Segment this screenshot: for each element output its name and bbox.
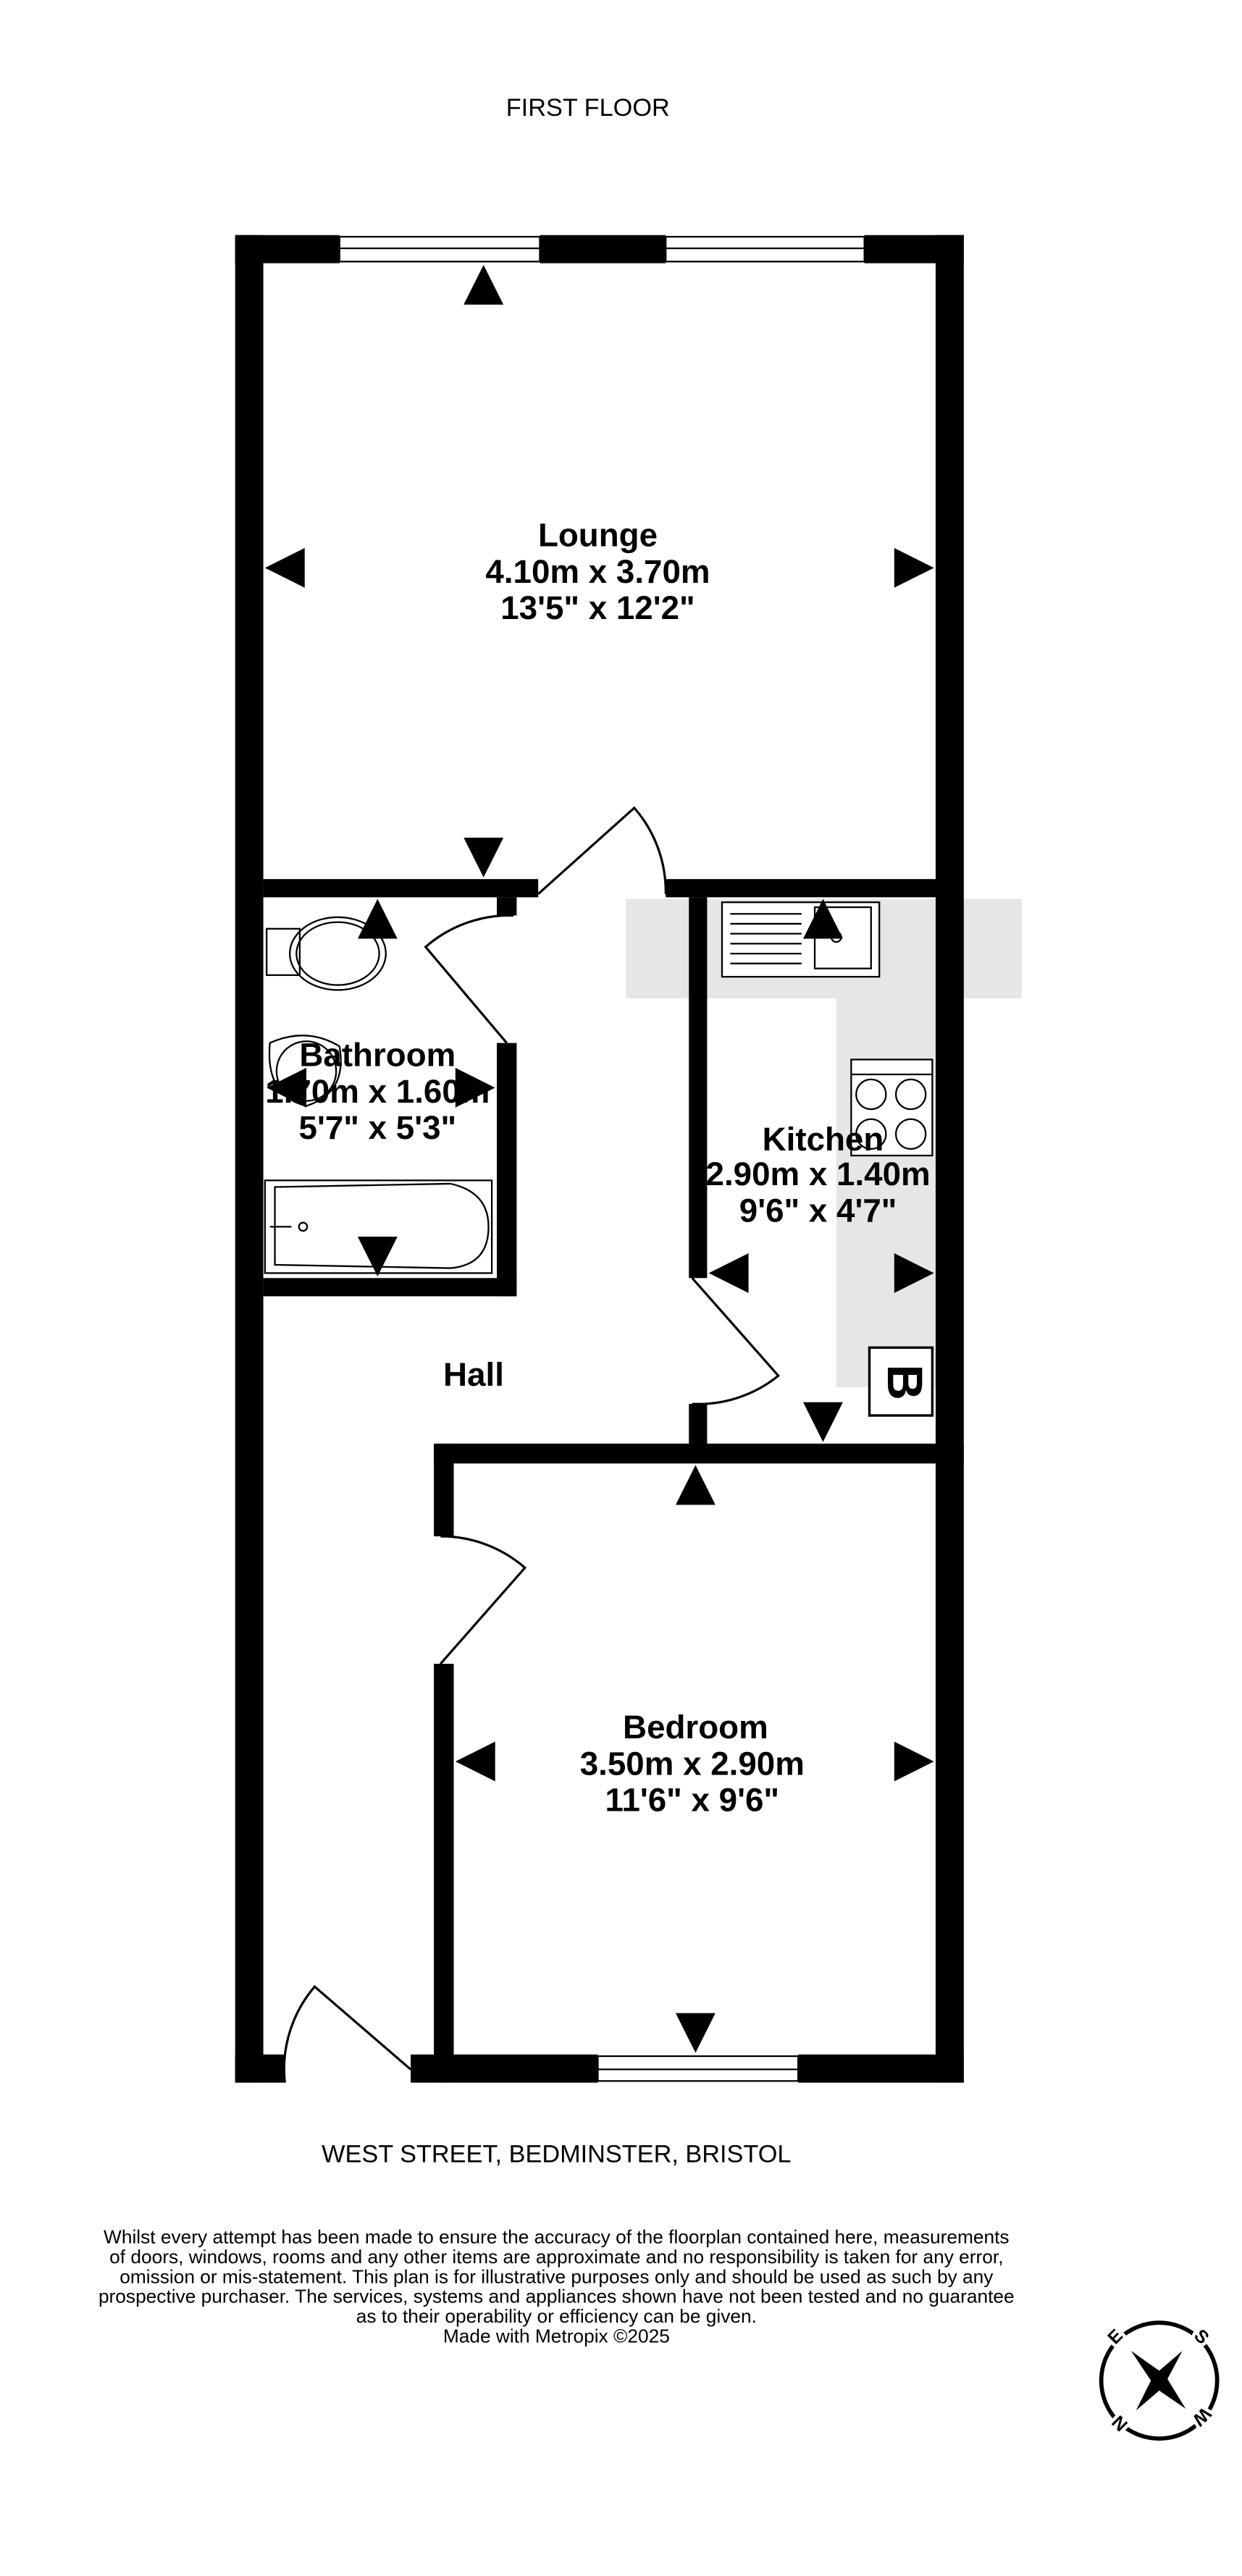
hob-icon xyxy=(850,1058,933,1157)
disclaimer-line: as to their operability or efficiency ca… xyxy=(356,2305,757,2327)
room-name: Lounge xyxy=(538,517,658,554)
disclaimer-line: of doors, windows, rooms and any other i… xyxy=(109,2246,1003,2268)
room-hall: Hall xyxy=(443,1356,504,1393)
toilet-icon xyxy=(266,916,387,991)
compass-e: E xyxy=(1104,2325,1127,2349)
room-imperial: 13'5" x 12'2" xyxy=(500,589,695,626)
room-imperial: 11'6" x 9'6" xyxy=(605,1782,780,1819)
disclaimer-credit: Made with Metropix ©2025 xyxy=(443,2325,670,2347)
dimension-arrows xyxy=(264,264,934,2053)
boiler-label: B xyxy=(877,1365,933,1401)
sink-icon xyxy=(721,901,881,978)
compass-s: S xyxy=(1190,2325,1213,2349)
room-name: Bathroom xyxy=(299,1037,456,1074)
room-name: Bedroom xyxy=(623,1709,768,1746)
room-metric: 4.10m x 3.70m xyxy=(485,553,710,590)
disclaimer-line: Whilst every attempt has been made to en… xyxy=(104,2226,1010,2247)
boiler-icon: B xyxy=(868,1346,934,1417)
room-imperial: 9'6" x 4'7" xyxy=(739,1192,897,1229)
address: WEST STREET, BEDMINSTER, BRISTOL xyxy=(322,2140,791,2168)
compass-icon: E S N W xyxy=(1099,2320,1220,2441)
room-name: Kitchen xyxy=(763,1121,884,1158)
room-bathroom: Bathroom 1.70m x 1.60m 5'7" x 5'3" xyxy=(265,1037,490,1147)
walls xyxy=(235,235,964,2083)
floor-title: FIRST FLOOR xyxy=(506,94,670,122)
room-metric: 2.90m x 1.40m xyxy=(706,1156,931,1192)
room-bedroom: Bedroom 3.50m x 2.90m 11'6" x 9'6" xyxy=(580,1709,805,1819)
room-metric: 3.50m x 2.90m xyxy=(580,1745,805,1782)
room-lounge: Lounge 4.10m x 3.70m 13'5" x 12'2" xyxy=(485,517,710,627)
disclaimer: Whilst every attempt has been made to en… xyxy=(98,2226,1015,2346)
room-imperial: 5'7" x 5'3" xyxy=(299,1109,457,1146)
room-metric: 1.70m x 1.60m xyxy=(265,1073,490,1110)
doors xyxy=(282,806,781,2083)
windows xyxy=(338,235,865,2082)
disclaimer-line: prospective purchaser. The services, sys… xyxy=(98,2286,1015,2307)
room-kitchen: Kitchen 2.90m x 1.40m 9'6" x 4'7" xyxy=(706,1121,931,1229)
disclaimer-line: omission or mis-statement. This plan is … xyxy=(119,2265,994,2287)
